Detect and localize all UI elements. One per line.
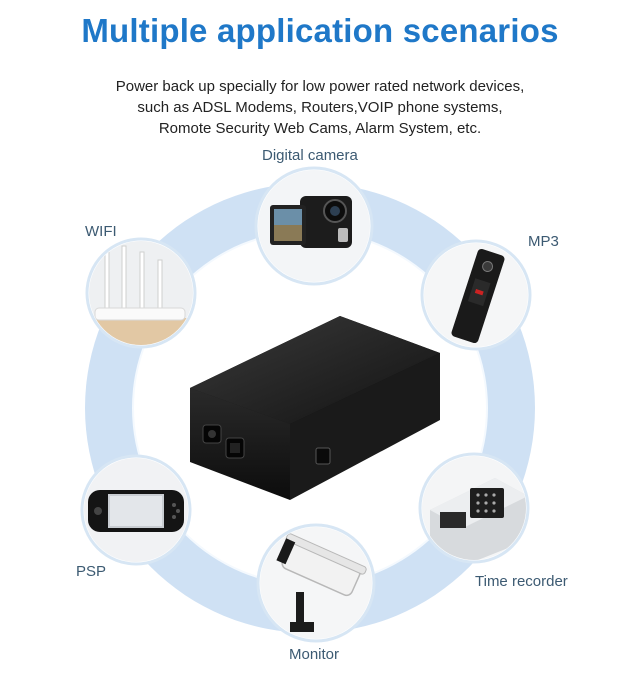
label-digital-camera: Digital camera <box>262 147 358 164</box>
security-camera-image <box>256 523 376 643</box>
psp-image <box>80 454 192 566</box>
description-line-3: Romote Security Web Cams, Alarm System, … <box>158 120 482 137</box>
mp3-player-image <box>420 239 532 351</box>
time-recorder-image <box>418 452 530 564</box>
label-time-recorder: Time recorder <box>475 573 568 590</box>
description-line-1: Power back up specially for low power ra… <box>115 78 525 95</box>
label-wifi: WIFI <box>85 223 117 240</box>
wifi-router-image <box>85 237 197 349</box>
label-psp: PSP <box>76 563 107 580</box>
power-bank-image <box>190 316 440 500</box>
label-mp3: MP3 <box>528 233 559 250</box>
description: Power back up specially for low power ra… <box>40 76 600 139</box>
digital-camera-image <box>254 166 374 286</box>
page-title: Multiple application scenarios <box>81 12 559 49</box>
description-line-2: such as ADSL Modems, Routers,VOIP phone … <box>137 99 503 116</box>
label-monitor: Monitor <box>289 646 340 663</box>
